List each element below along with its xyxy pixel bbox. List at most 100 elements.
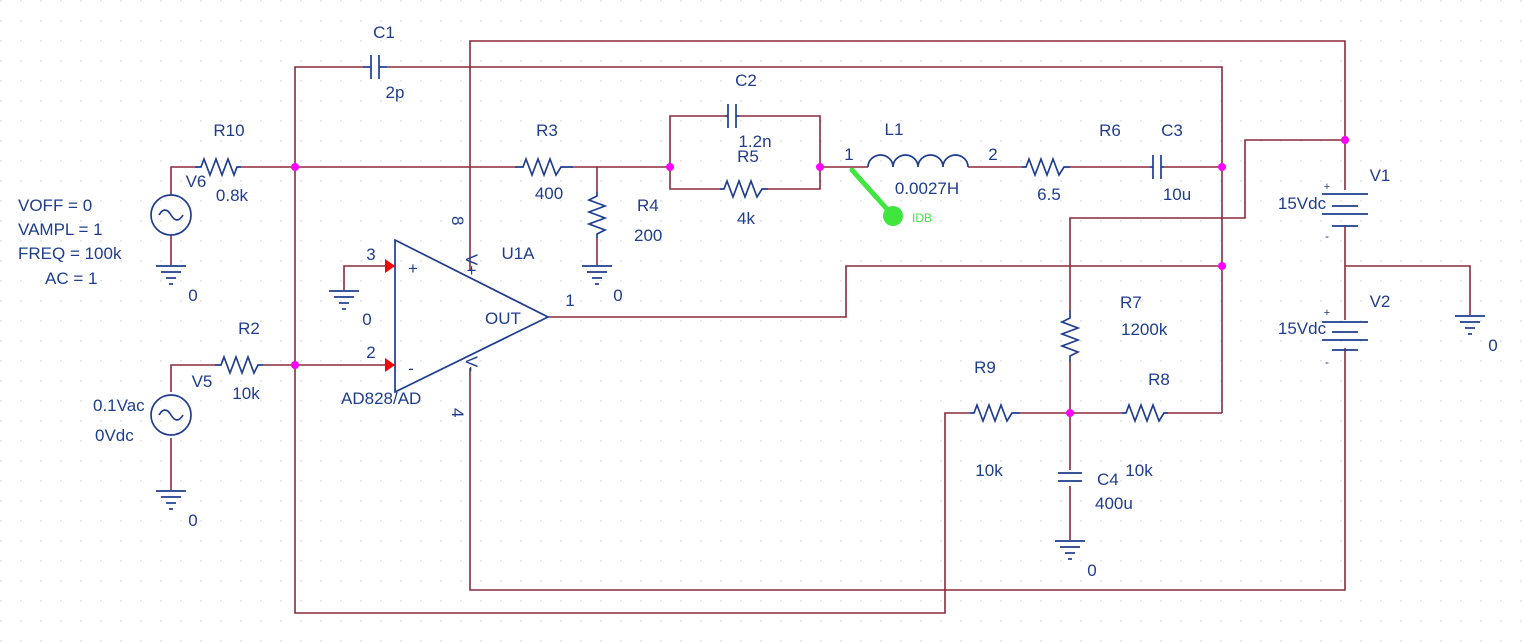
- resistor-r10[interactable]: R10 0.8k: [195, 121, 249, 205]
- wire-v5-top[interactable]: [170, 364, 215, 392]
- junction-dot: [291, 361, 299, 369]
- wire-c2-right[interactable]: [739, 115, 821, 167]
- wires: [170, 40, 1471, 614]
- r4-ref: R4: [637, 196, 659, 215]
- u1-pin4: 4: [448, 408, 467, 417]
- v2-minus: -: [1325, 355, 1329, 369]
- r7-value: 1200k: [1121, 320, 1168, 339]
- l1-pin1: 1: [844, 145, 853, 164]
- wire-r5-right[interactable]: [768, 167, 821, 190]
- r6-value: 6.5: [1037, 185, 1061, 204]
- pin-marker: [385, 259, 395, 273]
- pin-marker: [385, 358, 395, 372]
- ground-symbol[interactable]: 0: [329, 290, 372, 329]
- ground-label: 0: [188, 286, 197, 305]
- dc-source-v2[interactable]: + - V2 15Vdc: [1278, 292, 1391, 369]
- resistor-r4[interactable]: R4 200: [586, 192, 662, 245]
- l1-pin2: 2: [988, 145, 997, 164]
- junction-dot: [1218, 262, 1226, 270]
- resistor-r9[interactable]: R9 10k: [970, 358, 1020, 480]
- u1-plus: +: [408, 259, 418, 278]
- ground-symbol[interactable]: 0: [1055, 540, 1097, 580]
- v1-ref: V1: [1370, 166, 1391, 185]
- c4-ref: C4: [1097, 470, 1119, 489]
- wire-r5-left[interactable]: [669, 167, 720, 190]
- ground-label: 0: [188, 511, 197, 530]
- junction-dot: [1341, 136, 1349, 144]
- dc-source-v1[interactable]: + - V1 15Vdc: [1278, 166, 1391, 243]
- c4-value: 400u: [1095, 494, 1133, 513]
- c1-value: 2p: [386, 83, 405, 102]
- wire-c1-right[interactable]: [387, 66, 1223, 167]
- v2-ref: V2: [1370, 292, 1391, 311]
- ac-source-v5[interactable]: V5 0.1Vac 0Vdc: [93, 372, 212, 445]
- ac-source-v6[interactable]: V6 VOFF = 0 VAMPL = 1 FREQ = 100k AC = 1: [18, 172, 206, 288]
- r6-ref: R6: [1099, 121, 1121, 140]
- u1-vminus: V-: [462, 356, 481, 372]
- ground-label: 0: [1087, 561, 1096, 580]
- capacitor-c1[interactable]: C1 2p: [363, 23, 404, 102]
- wire-mid-gnd[interactable]: [1345, 265, 1471, 315]
- ground-label: 0: [613, 286, 622, 305]
- wire-r7-feed[interactable]: [1069, 139, 1345, 310]
- u1-minus: -: [408, 359, 414, 378]
- u1-pin8: 8: [448, 216, 467, 225]
- wire-v6-top[interactable]: [170, 166, 195, 195]
- wire-outer-top[interactable]: [469, 40, 1346, 248]
- r2-value: 10k: [232, 384, 260, 403]
- resistor-r7[interactable]: R7 1200k: [1059, 293, 1168, 362]
- resistor-r3[interactable]: R3 400: [515, 121, 573, 203]
- capacitor-c2[interactable]: C2 1.2n: [725, 71, 772, 151]
- wire-outer-bottom[interactable]: [469, 385, 1346, 591]
- v6-voff: VOFF = 0: [18, 196, 92, 215]
- capacitor-c4[interactable]: C4 400u: [1058, 470, 1133, 513]
- ground-symbol[interactable]: 0: [582, 265, 623, 305]
- r5-value: 4k: [737, 209, 755, 228]
- l1-ref: L1: [885, 120, 904, 139]
- u1-ref: U1A: [501, 244, 535, 263]
- junction-dot: [291, 163, 299, 171]
- c3-ref: C3: [1161, 121, 1183, 140]
- r10-ref: R10: [213, 121, 244, 140]
- ground-symbol[interactable]: 0: [156, 265, 198, 305]
- wire-c2-left[interactable]: [669, 115, 725, 167]
- r2-ref: R2: [238, 319, 260, 338]
- u1-out: OUT: [485, 309, 521, 328]
- v6-ref: V6: [186, 172, 207, 191]
- resistor-r5[interactable]: R5 4k: [720, 147, 768, 228]
- v1-plus: +: [1324, 181, 1330, 193]
- wire-r9-left[interactable]: [294, 365, 970, 614]
- resistor-r6[interactable]: R6 6.5: [1022, 121, 1121, 204]
- r9-value: 10k: [975, 461, 1003, 480]
- r3-ref: R3: [536, 121, 558, 140]
- ground-symbol[interactable]: 0: [1455, 315, 1498, 355]
- u1-part: AD828/AD: [341, 389, 421, 408]
- v2-plus: +: [1324, 307, 1330, 319]
- resistor-r2[interactable]: R2 10k: [215, 319, 263, 403]
- probe-label: IDB: [912, 211, 932, 225]
- ground-symbol[interactable]: 0: [156, 490, 198, 530]
- resistor-r8[interactable]: R8 10k: [1122, 370, 1170, 480]
- ground-label: 0: [1488, 336, 1497, 355]
- r4-value: 200: [634, 226, 662, 245]
- inductor-l1[interactable]: L1 1 2 0.0027H: [844, 120, 997, 198]
- junction-dot: [816, 163, 824, 171]
- r8-value: 10k: [1125, 461, 1153, 480]
- u1-vplus: V+: [462, 254, 481, 275]
- capacitor-c3[interactable]: C3 10u: [1150, 121, 1191, 204]
- wire-c1-left[interactable]: [294, 66, 363, 167]
- wire-out[interactable]: [548, 265, 1222, 318]
- v5-vac: 0.1Vac: [93, 396, 145, 415]
- opamp-u1a[interactable]: 3 2 + - OUT 1 U1A AD828/AD 8 4 V+ V-: [341, 216, 575, 417]
- c2-ref: C2: [735, 71, 757, 90]
- v1-value: 15Vdc: [1278, 194, 1327, 213]
- u1-pin3: 3: [366, 245, 375, 264]
- current-probe-marker[interactable]: IDB: [849, 167, 932, 226]
- c1-ref: C1: [373, 23, 395, 42]
- ground-label: 0: [362, 310, 371, 329]
- wire-noninv-gnd[interactable]: [343, 265, 385, 290]
- junction-dot: [1218, 163, 1226, 171]
- v1-minus: -: [1325, 229, 1329, 243]
